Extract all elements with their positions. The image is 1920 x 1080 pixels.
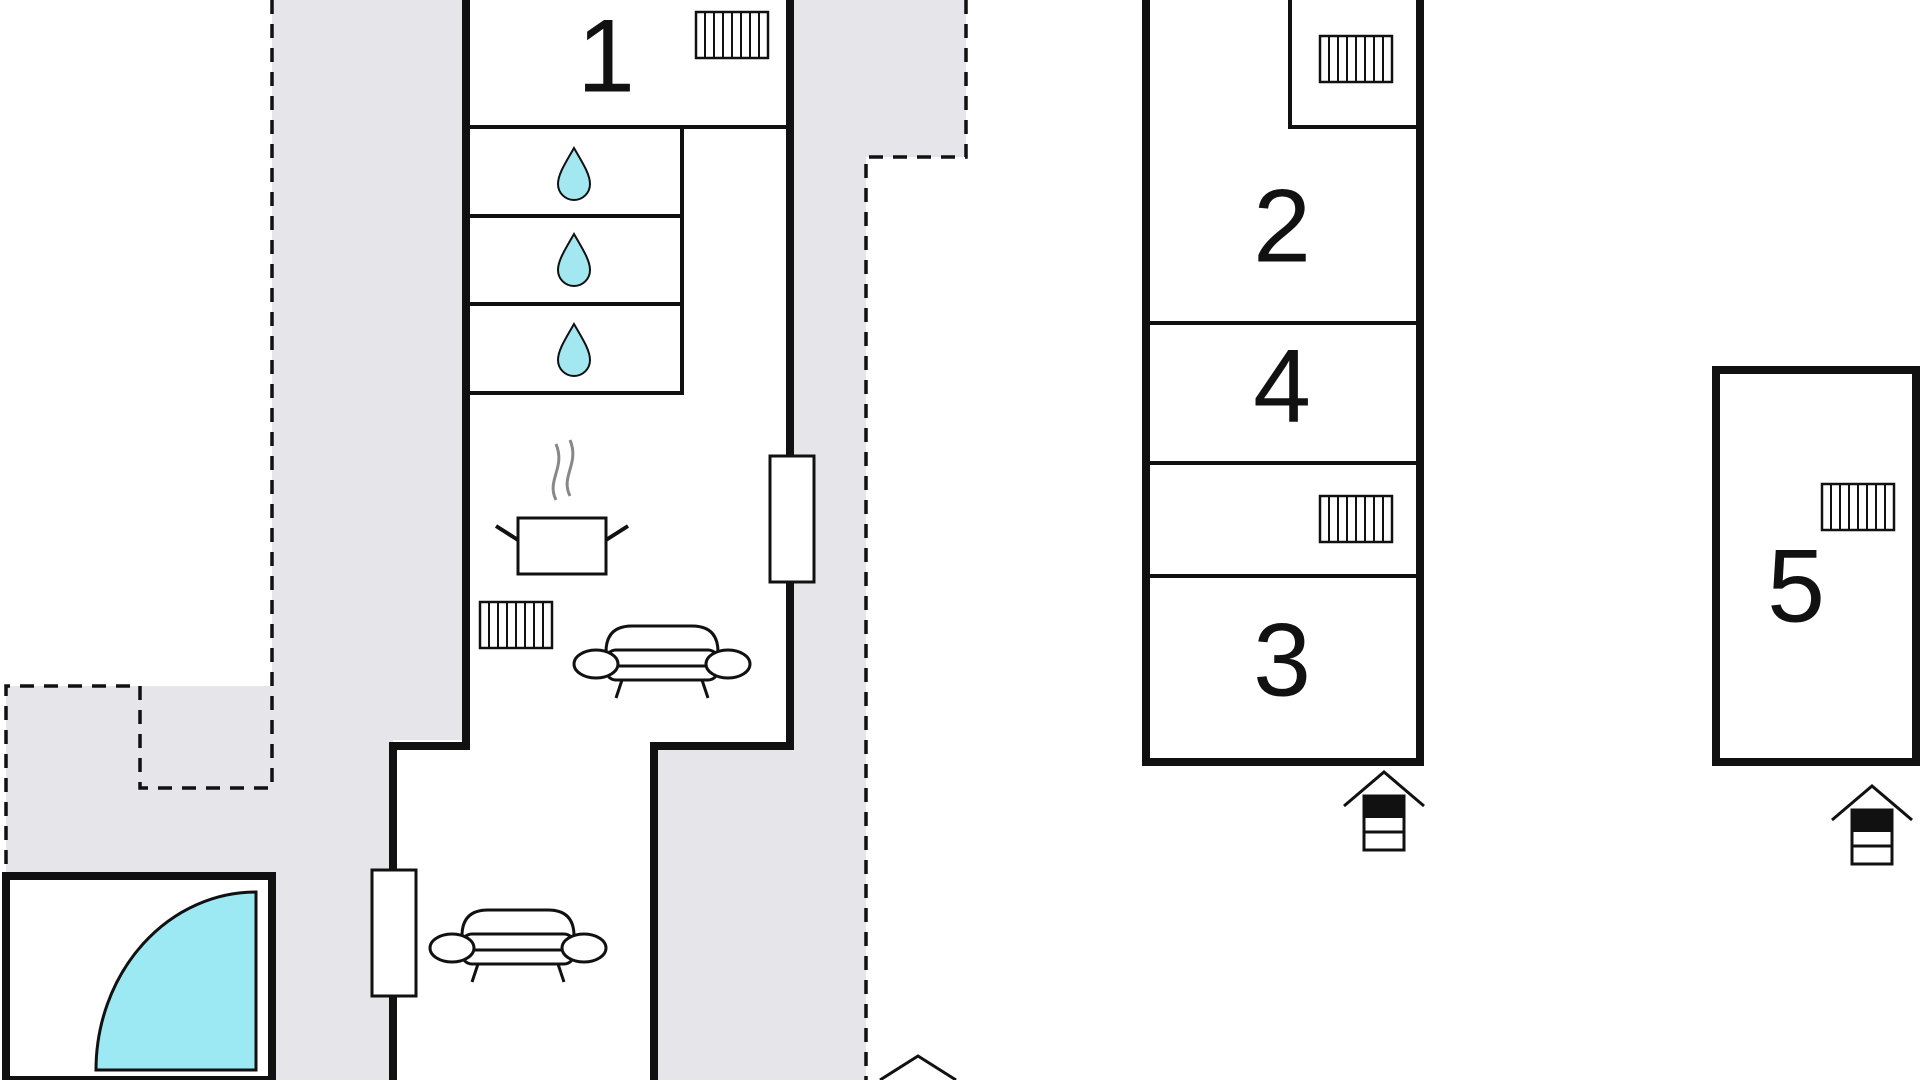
- stairs-icon: [1830, 784, 1914, 866]
- door-icon: [768, 454, 816, 584]
- bathroom-3: [557, 323, 591, 377]
- bathroom-1: [557, 147, 591, 201]
- room-3: 3: [1253, 602, 1311, 718]
- room-2: 2: [1253, 168, 1311, 284]
- radiator-icon: [1318, 34, 1394, 84]
- room-number: 5: [1767, 528, 1825, 644]
- water-drop-icon: [557, 233, 591, 287]
- pool: [2, 872, 276, 1080]
- room-1: 1: [577, 0, 770, 114]
- room-number: 1: [577, 0, 635, 114]
- property-boundary: [4, 0, 968, 1080]
- room-5: 5: [1767, 528, 1825, 644]
- kitchen-living: [478, 439, 816, 700]
- radiator-icon: [1820, 482, 1896, 532]
- door-icon: [370, 868, 418, 998]
- room-hall: [1318, 494, 1394, 544]
- cooking-pot-icon: [494, 439, 630, 576]
- building-2: 2 4 3: [1142, 0, 1426, 852]
- water-drop-icon: [557, 323, 591, 377]
- radiator-icon: [478, 600, 554, 650]
- room-4: 4: [1253, 328, 1311, 444]
- water-drop-icon: [557, 147, 591, 201]
- sofa-icon: [428, 908, 608, 984]
- room-number: 4: [1253, 328, 1311, 444]
- stairs-icon: [879, 1054, 957, 1080]
- stairs-icon: [1342, 770, 1426, 852]
- room-number: 3: [1253, 602, 1311, 718]
- building-5: 5: [1712, 366, 1920, 866]
- radiator-icon: [694, 10, 770, 60]
- radiator-icon: [1318, 494, 1394, 544]
- bathroom-2: [557, 233, 591, 287]
- lower-living-room: [370, 868, 608, 998]
- room-number: 2: [1253, 168, 1311, 284]
- sofa-icon: [572, 624, 752, 700]
- pool-icon: [94, 890, 258, 1072]
